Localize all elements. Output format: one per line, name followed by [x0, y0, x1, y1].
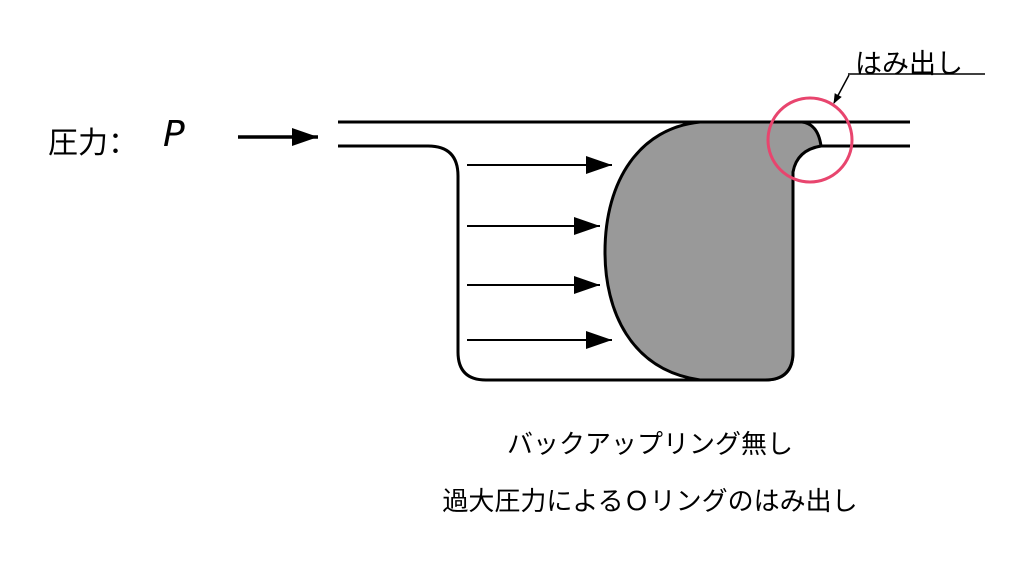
leader-arrow — [833, 74, 850, 104]
extrusion-highlight-circle — [766, 96, 854, 184]
pressure-symbol: P — [163, 114, 185, 155]
pressure-label: 圧力： — [48, 126, 138, 161]
caption-line-1: バックアップリング無し — [506, 430, 793, 460]
extrusion-label: はみ出し — [855, 49, 963, 80]
oring — [603, 120, 823, 382]
caption-line-2: 過大圧力によるＯリングのはみ出し — [442, 487, 858, 517]
